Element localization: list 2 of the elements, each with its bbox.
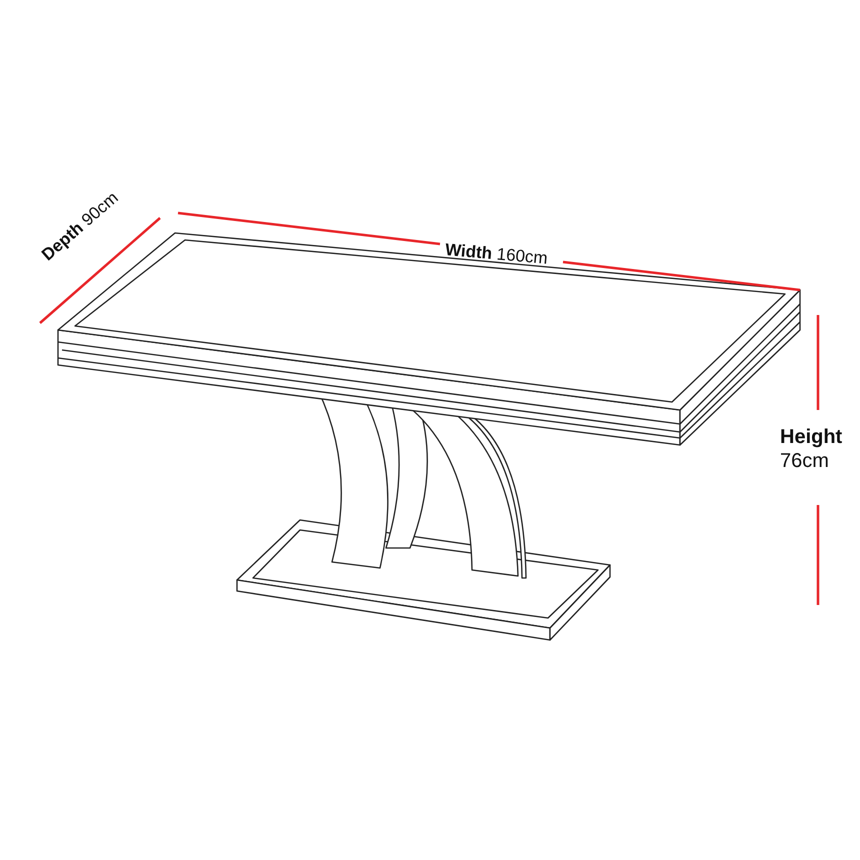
dimension-label: Width 160cm xyxy=(444,240,548,270)
dimension-label: Height 76cm xyxy=(780,425,844,473)
